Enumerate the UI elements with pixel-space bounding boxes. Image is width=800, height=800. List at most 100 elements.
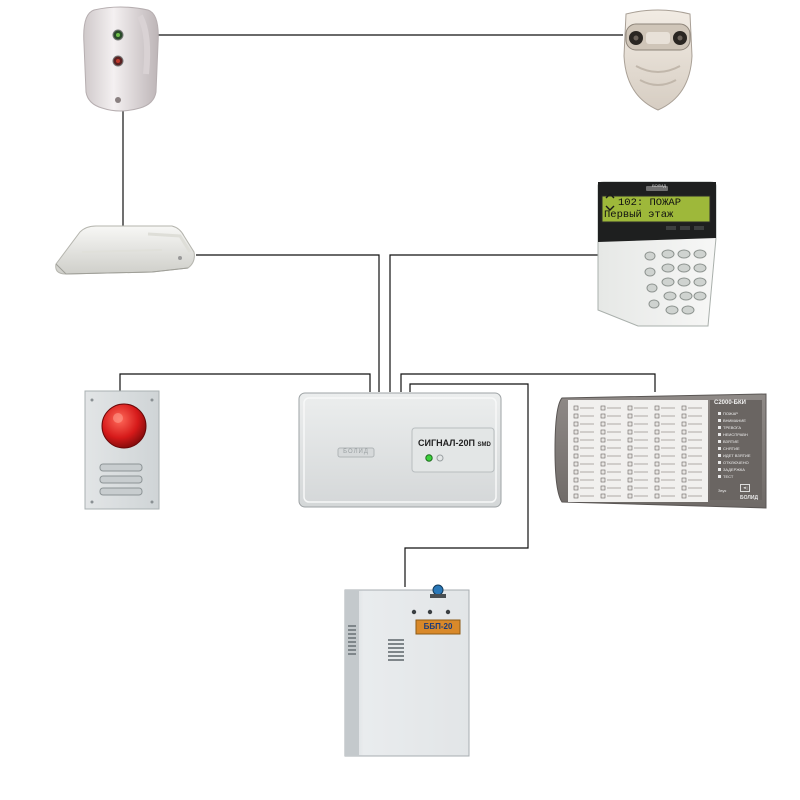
legend-label: ОТКЛЮЧЕНО — [723, 460, 749, 465]
zone-led — [627, 437, 633, 443]
zone-led — [627, 429, 633, 435]
zone-led — [600, 405, 606, 411]
zone-led — [573, 405, 579, 411]
zone-led — [654, 421, 660, 427]
zone-label-strip — [607, 471, 621, 473]
zone-label-strip — [607, 455, 621, 457]
zone-label-strip — [634, 487, 648, 489]
zone-label-strip — [688, 463, 702, 465]
zone-led — [627, 453, 633, 459]
zone-label-strip — [634, 415, 648, 417]
lcd-line-1: 102: ПОЖАР — [618, 197, 682, 209]
zone-label-strip — [607, 407, 621, 409]
zone-label-strip — [607, 415, 621, 417]
zone-label-strip — [661, 495, 675, 497]
zone-led — [600, 413, 606, 419]
zone-label-strip — [607, 447, 621, 449]
zone-label-strip — [661, 423, 675, 425]
legend-led-icon — [718, 426, 721, 429]
zone-label-strip — [688, 407, 702, 409]
legend-item: ТРЕВОГА — [718, 424, 764, 431]
zone-led — [654, 413, 660, 419]
motion-sensor-icon[interactable] — [618, 6, 698, 114]
zone-led — [573, 461, 579, 467]
wire-controller-to-indicator-panel — [400, 373, 656, 392]
legend-item: НЕИСПРАВН — [718, 431, 764, 438]
zone-label-strip — [580, 479, 594, 481]
zone-led — [627, 461, 633, 467]
legend-led-icon — [718, 419, 721, 422]
zone-led — [681, 453, 687, 459]
zone-led — [654, 461, 660, 467]
legend-label: ИДЕТ ВЗЯТИЕ — [723, 453, 751, 458]
zone-label-strip — [688, 487, 702, 489]
legend-label: ВЗЯТИЕ — [723, 439, 739, 444]
zone-led — [627, 413, 633, 419]
legend-item: ТЕСТ — [718, 473, 764, 480]
legend-item: ПОЖАР — [718, 410, 764, 417]
zone-led — [627, 445, 633, 451]
zone-label-strip — [607, 423, 621, 425]
zone-label-strip — [688, 479, 702, 481]
zone-led — [681, 461, 687, 467]
wire-controller-to-power-supply — [404, 383, 529, 587]
zone-label-strip — [607, 431, 621, 433]
zone-led — [600, 485, 606, 491]
zone-label-strip — [634, 407, 648, 409]
zone-label-strip — [661, 479, 675, 481]
zone-label-strip — [661, 455, 675, 457]
legend-item: ОТКЛЮЧЕНО — [718, 459, 764, 466]
zone-led — [681, 413, 687, 419]
legend-led-icon — [718, 475, 721, 478]
controller-model-label: СИГНАЛ-20П SMD — [418, 438, 491, 448]
zone-label-strip — [580, 455, 594, 457]
legend-led-icon — [718, 447, 721, 450]
keypad-body-icon — [597, 181, 717, 327]
zone-led — [681, 485, 687, 491]
zone-led — [627, 477, 633, 483]
zone-label-strip — [634, 431, 648, 433]
zone-label-strip — [688, 495, 702, 497]
zone-label-strip — [688, 415, 702, 417]
indicator-panel-model: С2000-БКИ — [714, 400, 746, 406]
controller-signal-20p[interactable]: БОЛИД СИГНАЛ-20П SMD — [298, 392, 502, 508]
zone-led — [681, 469, 687, 475]
legend-label: СНЯТИЕ — [723, 446, 740, 451]
zone-label-strip — [634, 463, 648, 465]
legend-item: СНЯТИЕ — [718, 445, 764, 452]
zone-led — [681, 437, 687, 443]
zone-led — [600, 469, 606, 475]
zone-label-strip — [580, 423, 594, 425]
power-supply-bbp-20[interactable]: ББП-20 — [344, 584, 470, 758]
zone-label-strip — [580, 439, 594, 441]
keypad[interactable]: БОЛИД 102: ПОЖАР Первый этаж — [596, 180, 718, 328]
zone-led — [573, 413, 579, 419]
zone-label-strip — [607, 463, 621, 465]
zone-label-strip — [661, 471, 675, 473]
controller-body-icon — [298, 392, 502, 508]
zone-led — [681, 445, 687, 451]
legend-item: ИДЕТ ВЗЯТИЕ — [718, 452, 764, 459]
legend-label: ЗАДЕРЖКА — [723, 467, 745, 472]
legend-label: ТРЕВОГА — [723, 425, 741, 430]
legend-label: НЕИСПРАВН — [723, 432, 748, 437]
zone-led — [681, 477, 687, 483]
indicator-panel-sound-button[interactable]: ◄| — [740, 484, 750, 492]
legend-led-icon — [718, 454, 721, 457]
heat-detector-icon[interactable] — [80, 4, 162, 114]
siren-strobe-icon[interactable] — [84, 390, 160, 510]
zone-label-strip — [688, 431, 702, 433]
zone-label-strip — [580, 431, 594, 433]
legend-item: ВНИМАНИЕ — [718, 417, 764, 424]
wire-keypad-to-controller — [389, 254, 598, 392]
zone-label-strip — [661, 463, 675, 465]
smoke-detector-icon[interactable] — [52, 222, 198, 276]
indicator-panel-sound-label: Звук — [718, 488, 727, 493]
zone-led — [654, 437, 660, 443]
power-supply-body-icon — [344, 584, 470, 757]
zone-label-strip — [580, 495, 594, 497]
legend-led-icon — [718, 433, 721, 436]
